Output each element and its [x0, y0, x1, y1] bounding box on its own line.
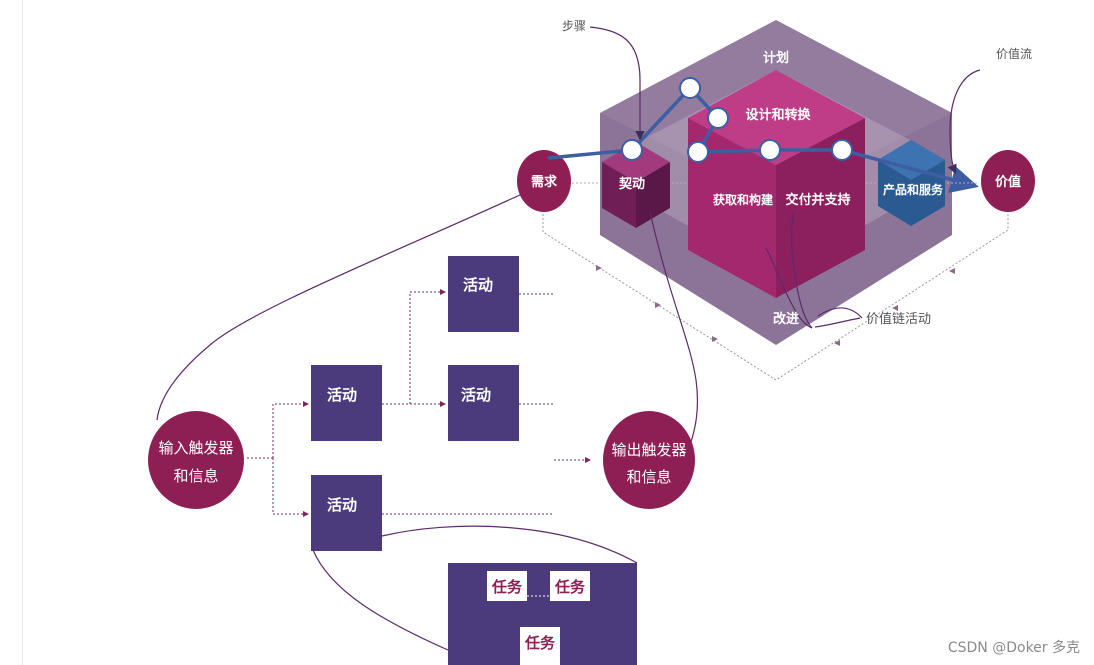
- output-trigger-line1: 输出触发器: [611, 441, 686, 459]
- central-cube: [688, 70, 865, 298]
- label-improve: 改进: [773, 311, 799, 327]
- activity-box: [311, 365, 382, 441]
- label-value: 价值: [995, 174, 1021, 190]
- output-trigger-circle: [603, 411, 695, 509]
- activity-label: 活动: [327, 386, 357, 404]
- label-demand: 需求: [531, 174, 558, 190]
- input-trigger-line1: 输入触发器: [158, 439, 233, 457]
- csdn-watermark: CSDN @Doker 多克: [947, 640, 1080, 656]
- label-obtain-build: 获取和构建: [712, 192, 774, 207]
- value-stream-node: [679, 77, 701, 99]
- zoom-curves: [156, 193, 699, 651]
- activity-label: 活动: [463, 276, 493, 294]
- page-left-rule: [22, 0, 23, 665]
- value-stream-node: [707, 107, 729, 129]
- value-chain-base-outline: [542, 214, 1009, 381]
- label-step: 步骤: [562, 19, 586, 33]
- task-chip: [487, 571, 527, 601]
- activity-box: [448, 256, 519, 332]
- value-stream-node: [759, 139, 781, 161]
- value-stream-node: [687, 141, 709, 163]
- label-value-chain-activities: 价值链活动: [866, 311, 931, 327]
- input-trigger-line2: 和信息: [173, 467, 218, 485]
- label-value-stream: 价值流: [996, 46, 1032, 61]
- callout-curves: [589, 26, 981, 329]
- task-label: 任务: [491, 578, 523, 596]
- label-design-transition: 设计和转换: [745, 107, 811, 123]
- task-label: 任务: [524, 634, 556, 652]
- label-engage: 契动: [618, 176, 645, 192]
- demand-circle: [517, 150, 571, 212]
- value-stream-node: [831, 139, 853, 161]
- activity-box: [311, 475, 382, 551]
- task-label: 任务: [554, 578, 586, 596]
- activity-label: 活动: [327, 496, 357, 514]
- label-plan: 计划: [763, 50, 789, 66]
- task-chip: [520, 627, 560, 665]
- task-panel: [448, 563, 637, 665]
- value-stream-node: [621, 139, 643, 161]
- input-trigger-circle: [148, 411, 244, 509]
- products-services-hexagon: [878, 140, 945, 226]
- label-deliver-support: 交付并支持: [785, 192, 850, 208]
- activity-connectors: [247, 289, 591, 517]
- task-chip: [550, 571, 590, 601]
- base-outline-arrows: [596, 265, 955, 346]
- output-trigger-line2: 和信息: [626, 468, 671, 486]
- activity-box: [448, 365, 519, 441]
- value-circle: [981, 150, 1035, 212]
- engage-box: [602, 142, 670, 228]
- activity-label: 活动: [461, 386, 491, 404]
- label-products-services: 产品和服务: [883, 182, 944, 197]
